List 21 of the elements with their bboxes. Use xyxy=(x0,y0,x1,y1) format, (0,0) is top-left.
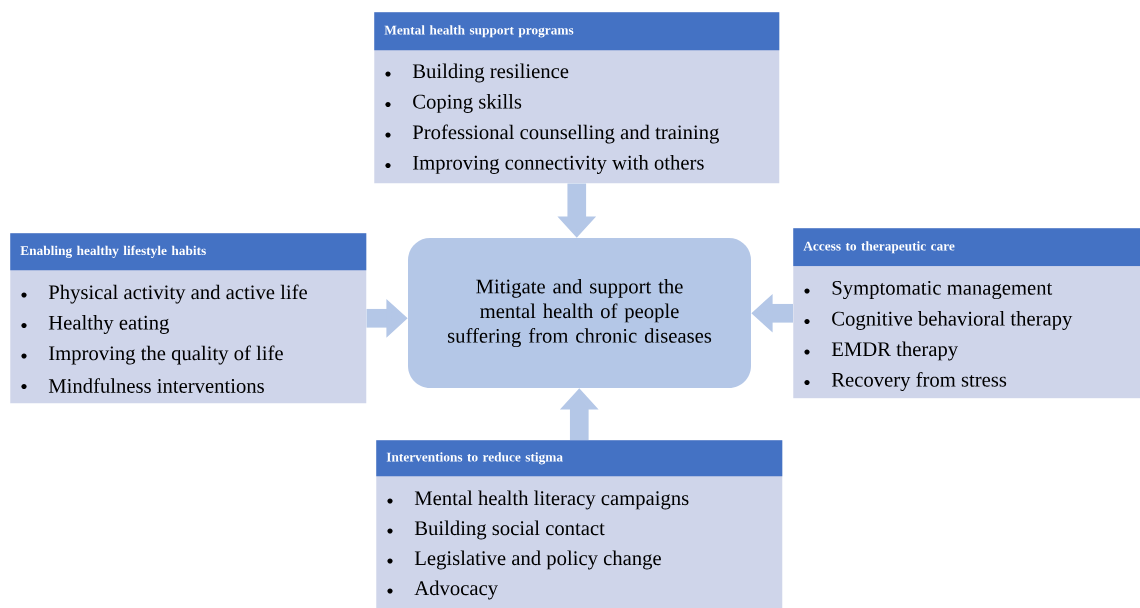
list-item: Improving the quality of life xyxy=(49,345,283,365)
list-item: Professional counselling and training xyxy=(412,124,719,144)
list-item: Mindfulness interventions xyxy=(48,378,264,393)
list-item: Advocacy xyxy=(414,580,498,600)
list-item: Cognitive behavioral therapy xyxy=(832,311,1073,330)
list-item: Building resilience xyxy=(412,63,569,83)
list-item: Mental health literacy campaigns xyxy=(414,490,689,510)
panel-heading: Enabling healthy lifestyle habits xyxy=(10,233,367,271)
list-item: Improving connectivity with others xyxy=(413,155,704,174)
panel-heading: Access to therapeutic care xyxy=(793,228,1140,267)
panel-heading: Mental health support programs xyxy=(374,12,780,51)
list-item: Symptomatic management xyxy=(832,280,1053,300)
list-item: Coping skills xyxy=(413,94,522,113)
list-item: Legislative and policy change xyxy=(414,550,661,570)
goal-box: Mitigate and support the mental health of people suffering from chronic diseases xyxy=(408,238,751,388)
list-item: Physical activity and active life xyxy=(48,284,307,304)
list-item: Healthy eating xyxy=(48,315,169,334)
list-item: EMDR therapy xyxy=(831,341,959,361)
list-item: Building social contact xyxy=(414,520,605,540)
panel-heading: Interventions to reduce stigma xyxy=(376,440,783,477)
list-item: Recovery from stress xyxy=(831,372,1007,391)
